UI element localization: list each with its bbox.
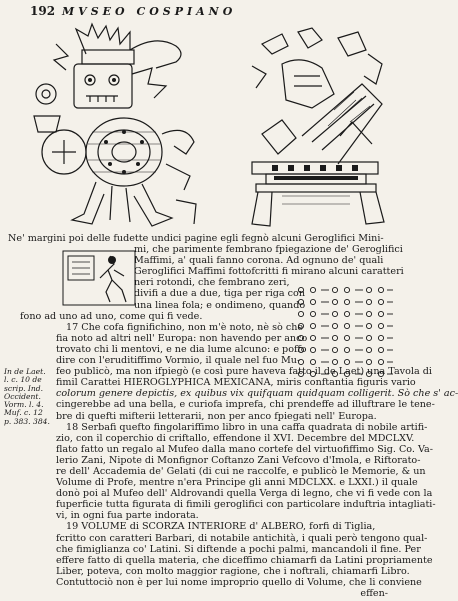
zero-glyph xyxy=(377,322,385,330)
running-head: MVSEO COSPIANO xyxy=(62,5,237,18)
zero-glyph xyxy=(365,334,373,342)
zero-glyph xyxy=(297,286,305,294)
zero-glyph xyxy=(377,358,385,366)
zero-glyph xyxy=(331,334,339,342)
zero-glyph xyxy=(377,334,385,342)
zero-glyph xyxy=(309,370,317,378)
zero-glyph xyxy=(365,310,373,318)
aztec-deity-figure xyxy=(33,22,197,227)
zero-glyph xyxy=(331,322,339,330)
text-line: fuperficie tutta figurata di fimili gero… xyxy=(56,499,436,511)
text-line: cingerebbe ad una bella, e curiofa impre… xyxy=(56,399,435,411)
zero-glyph xyxy=(365,370,373,378)
text-line: fcritto con caratteri Barbari, di notabi… xyxy=(56,532,428,544)
zero-glyph xyxy=(377,370,385,378)
zero-glyph xyxy=(343,346,351,354)
body-text: Ne' margini poi delle fudette undici pag… xyxy=(8,233,458,588)
text-line: bre di quefti mifterii letterarii, non p… xyxy=(56,410,377,422)
text-line: Maffimi, a' quali fanno corona. Ad ognun… xyxy=(134,255,384,267)
zero-glyph xyxy=(309,358,317,366)
page-number: 192 xyxy=(30,4,56,18)
zero-glyph xyxy=(297,370,305,378)
zero-glyph xyxy=(365,358,373,366)
zero-glyph xyxy=(309,334,317,342)
text-line: fimil Carattei HIEROGLYPHICA MEXICANA, m… xyxy=(56,377,416,389)
aztec-temple-figure xyxy=(251,27,385,227)
zero-glyph-table xyxy=(297,286,393,378)
text-line: fia noto ad altri nell' Europa: non have… xyxy=(56,332,308,344)
text-line: Volume di Profe, mentre n'era Principe g… xyxy=(56,477,418,489)
text-line: Liber, poteva, con molto maggior ragione… xyxy=(56,565,410,577)
zero-glyph xyxy=(331,358,339,366)
zero-glyph xyxy=(343,358,351,366)
zero-glyph xyxy=(297,298,305,306)
zero-glyph xyxy=(343,322,351,330)
zero-glyph xyxy=(377,298,385,306)
zero-glyph xyxy=(343,370,351,378)
zero-glyph xyxy=(309,310,317,318)
page-header: 192 MVSEO COSPIANO xyxy=(10,4,396,20)
zero-glyph xyxy=(377,286,385,294)
zero-glyph xyxy=(309,346,317,354)
zero-glyph xyxy=(309,298,317,306)
zero-glyph xyxy=(297,346,305,354)
text-line: 19 VOLUME di SCORZA INTERIORE d' ALBERO,… xyxy=(66,521,376,533)
text-line: una linea fola; e ondimeno, quando xyxy=(134,299,306,311)
zero-glyph xyxy=(343,310,351,318)
text-line: neri rotondi, che fembrano zeri, xyxy=(134,277,290,289)
zero-glyph xyxy=(365,322,373,330)
zero-glyph xyxy=(365,298,373,306)
zero-glyph xyxy=(365,286,373,294)
zero-glyph xyxy=(343,286,351,294)
zero-glyph xyxy=(343,298,351,306)
text-line: effere fatto di quella materia, che dice… xyxy=(56,554,433,566)
text-line: flato fatto un regalo al Mufeo dalla man… xyxy=(56,443,434,455)
text-line: dire con l'eruditiffimo Vormio, il quale… xyxy=(56,355,301,367)
text-line: divifi a due a due, tiga per riga con xyxy=(134,288,306,300)
text-line: colorum genere depictis, ex quibus vix q… xyxy=(56,388,458,400)
zero-glyph xyxy=(297,310,305,318)
text-line: 17 Che cofa fignifichino, non m'è noto, … xyxy=(66,321,304,333)
text-line: feo publicò, ma non ifpiegò (e così pure… xyxy=(56,366,432,378)
zero-glyph xyxy=(331,370,339,378)
zero-glyph xyxy=(297,358,305,366)
text-line: donò poi al Mufeo dell' Aldrovandi quell… xyxy=(56,488,433,500)
text-line: mi, che parimente fembrano fpiegazione d… xyxy=(134,244,403,256)
text-line: trovato chi li mentovi, e ne dia lume al… xyxy=(56,343,307,355)
codex-illustrations xyxy=(26,22,385,232)
text-line: zio, con il coperchio di criftallo, effe… xyxy=(56,432,415,444)
book-page: 192 MVSEO COSPIANO xyxy=(4,4,458,599)
margin-note: In de Laet. l. c. 10 de scrip. Ind. Occi… xyxy=(4,367,50,426)
zero-glyph xyxy=(377,310,385,318)
zero-glyph xyxy=(297,322,305,330)
zero-glyph xyxy=(377,346,385,354)
zero-glyph xyxy=(331,346,339,354)
catchword: effen- xyxy=(360,588,388,599)
zero-glyph xyxy=(331,310,339,318)
zero-glyph xyxy=(309,286,317,294)
text-line: Contuttociò non è per lui nome improprio… xyxy=(56,576,422,588)
zero-glyph xyxy=(343,334,351,342)
text-line: re dell' Accademia de' Gelati (di cui ne… xyxy=(56,465,426,477)
text-line: lerio Zani, Nipote di Monfignor Coftanzo… xyxy=(56,454,421,466)
text-line: Ne' margini poi delle fudette undici pag… xyxy=(8,233,384,244)
zero-glyph xyxy=(331,286,339,294)
text-line: vi, in ogni fua parte indorata. xyxy=(56,510,199,522)
small-hieroglyph-inset xyxy=(62,250,136,306)
text-line: fono ad uno ad uno, come qui fi vede. xyxy=(20,310,203,322)
zero-glyph xyxy=(297,334,305,342)
zero-glyph xyxy=(331,298,339,306)
zero-glyph xyxy=(365,346,373,354)
text-line: Geroglifici Maffimi fottofcritti fi mira… xyxy=(134,266,404,278)
zero-glyph xyxy=(309,322,317,330)
text-line: 18 Serbafi quefto fingolariffimo libro i… xyxy=(66,421,428,433)
text-line: che fimiglianza co' Latini. Si diftende … xyxy=(56,543,421,555)
